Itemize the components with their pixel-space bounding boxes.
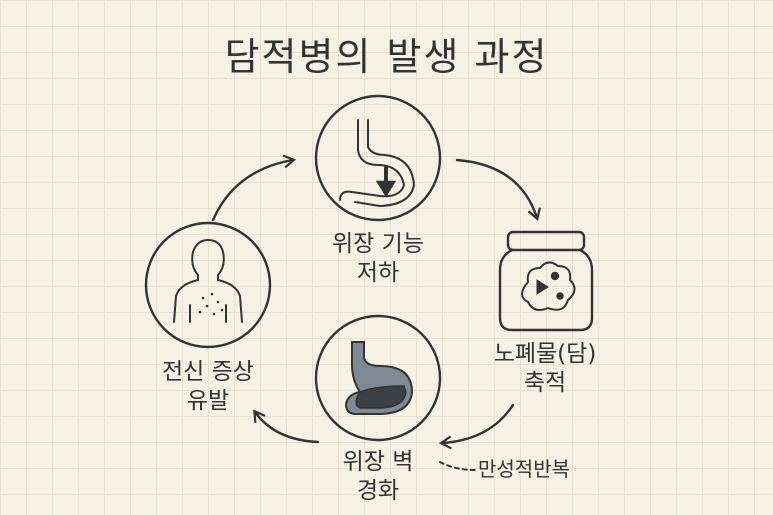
arrow-bottom-to-left	[253, 409, 320, 444]
label-line: 경화	[356, 477, 400, 504]
dashed-connector	[439, 461, 476, 471]
label-line: 위장 기능	[332, 231, 424, 257]
arrow-top-to-right	[455, 158, 542, 221]
node-label-right: 노폐물(담) 축적	[445, 340, 645, 398]
arrow-right-to-bottom	[438, 403, 515, 450]
label-line: 저하	[356, 259, 400, 286]
label-line: 축적	[523, 369, 567, 396]
body-symptom-icon	[144, 221, 272, 349]
node-label-left: 전신 증상 유발	[108, 358, 308, 416]
node-label-bottom: 위장 벽 경화	[278, 448, 478, 506]
label-line: 노폐물(담)	[493, 341, 597, 367]
label-line: 유발	[186, 387, 230, 414]
label-line: 전신 증상	[162, 359, 254, 385]
hardened-stomach-icon	[314, 314, 442, 442]
node-label-top: 위장 기능 저하	[278, 230, 478, 288]
label-line: 위장 벽	[342, 449, 414, 475]
stomach-down-arrow-icon	[314, 94, 442, 222]
jar-waste-icon	[498, 230, 594, 332]
chronic-repeat-note: 만성적반복	[478, 457, 570, 481]
arrow-left-to-top	[211, 154, 297, 222]
page-title: 담적병의 발생 과정	[224, 35, 549, 79]
